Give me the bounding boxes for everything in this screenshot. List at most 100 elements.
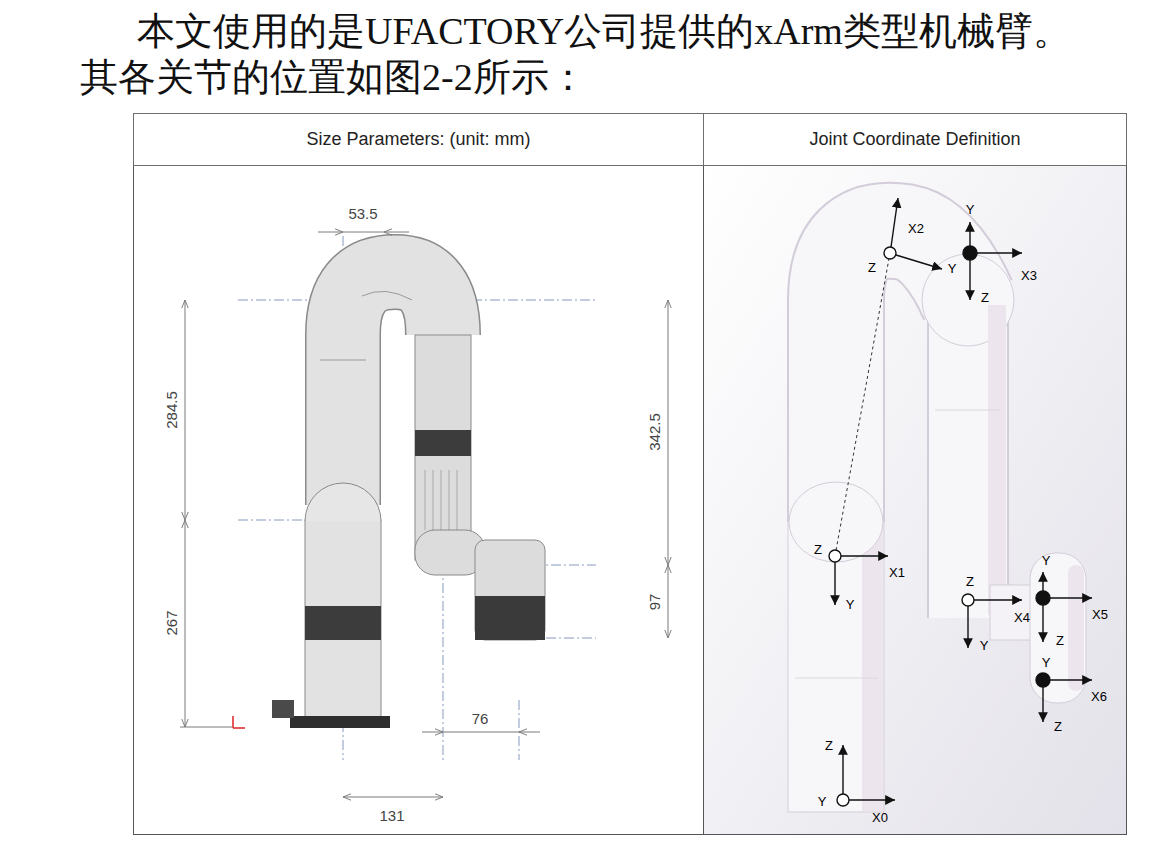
side-view-robot-part: [415, 335, 471, 560]
rendered-robot-part: [788, 520, 884, 812]
dimension-value: 284.5: [164, 391, 179, 429]
side-view-robot-part: [233, 727, 245, 729]
dimension-lines-part: [343, 232, 384, 233]
axis-label: Y: [1042, 656, 1051, 669]
dimension-lines-part: [443, 732, 519, 733]
coordinate-frames-part: [841, 555, 888, 556]
coordinate-frames-part: [896, 255, 942, 269]
side-view-robot-part: [475, 540, 545, 640]
axis-label: Z: [825, 739, 833, 752]
rendered-robot-part: [1068, 565, 1084, 691]
dimension-value: 97: [647, 594, 662, 611]
coordinate-frames-part: [829, 550, 841, 562]
side-view-robot-part: [320, 360, 366, 361]
axis-label: Z: [981, 291, 989, 304]
side-view-robot-part: [415, 430, 471, 456]
dimension-lines-part: [318, 232, 343, 233]
coordinate-frames-part: [884, 247, 896, 259]
center-lines-part: [443, 565, 444, 760]
axis-label: Z: [1054, 720, 1062, 733]
side-view-robot-part: [362, 291, 412, 300]
axis-label: Y: [846, 598, 855, 611]
axis-label: Z: [966, 575, 974, 588]
axis-label: X4: [1014, 611, 1030, 624]
axis-label: X5: [1092, 608, 1108, 621]
coordinate-frames-part: [849, 799, 895, 800]
axis-label: Y: [818, 795, 827, 808]
figure-frame: [134, 113, 1127, 835]
rendered-robot-part: [935, 410, 1000, 411]
coordinate-frames-part: [967, 606, 968, 648]
figure-frame-part: [703, 113, 704, 835]
coordinate-frames-part: [969, 222, 970, 246]
coordinate-frames-part: [1036, 673, 1050, 687]
coordinate-frames: [829, 198, 1092, 806]
side-view-robot: [233, 272, 545, 728]
side-view-robot-part: [305, 483, 381, 521]
rendered-robot-part: [927, 300, 1009, 618]
dimension-value: 342.5: [647, 413, 662, 451]
axis-label: X0: [872, 811, 888, 824]
rendered-robot-part: [929, 300, 1007, 618]
axis-label: Y: [980, 639, 989, 652]
coordinate-frames-part: [969, 260, 970, 300]
center-lines-part: [519, 700, 520, 760]
coordinate-frames-part: [1042, 605, 1043, 642]
center-lines: [238, 236, 596, 760]
header-text: Size Parameters: (unit: mm): [306, 129, 530, 150]
dimension-lines-part: [185, 520, 186, 727]
rendered-robot: [788, 231, 1086, 812]
header-text: Joint Coordinate Definition: [809, 129, 1020, 150]
dimension-lines: [180, 232, 668, 797]
side-view-robot-part: [290, 716, 390, 728]
side-view-robot-part: [232, 716, 234, 728]
coordinate-frames-part: [962, 594, 974, 606]
coordinate-frames-part: [842, 745, 843, 794]
dimension-lines-part: [422, 732, 443, 733]
axis-label: X2: [908, 222, 924, 235]
axis-label: X1: [889, 566, 905, 579]
rendered-robot-part: [862, 521, 883, 811]
dimension-lines-part: [180, 727, 232, 728]
coordinate-frames-part: [1042, 572, 1043, 591]
axis-label: Y: [966, 203, 975, 216]
coordinate-frames-part: [834, 562, 835, 605]
dimension-lines-part: [185, 300, 186, 520]
coordinate-frames-part: [1050, 597, 1092, 598]
figure-frame-part: [134, 114, 1127, 835]
side-view-robot-part: [272, 700, 294, 718]
axis-label: Z: [868, 261, 876, 274]
body-paragraph: 本文使用的是UFACTORY公司提供的xArm类型机械臂。其各关节的位置如图2-…: [80, 8, 1090, 100]
coordinate-frames-part: [835, 253, 890, 556]
axis-label: Z: [814, 543, 822, 556]
side-view-robot-part: [425, 470, 457, 530]
dimension-lines-part: [343, 797, 443, 798]
side-view-robot-part: [305, 606, 381, 640]
rendered-robot-part: [795, 678, 878, 679]
coordinate-frames-part: [1042, 687, 1043, 722]
dimension-value: 76: [472, 711, 489, 726]
coordinate-frames-part: [1036, 591, 1050, 605]
rendered-robot-part: [789, 482, 883, 562]
axis-label: X3: [1021, 269, 1037, 282]
side-view-robot-part: [475, 596, 545, 640]
coordinate-frames-part: [837, 794, 849, 806]
axis-label: Y: [948, 262, 957, 275]
coordinate-frames-part: [1050, 679, 1092, 680]
header-cell: Joint Coordinate Definition: [703, 113, 1127, 166]
dimension-lines-part: [384, 232, 409, 233]
axis-label: X6: [1091, 690, 1107, 703]
figure-frame-part: [704, 166, 1126, 834]
dimension-value: 53.5: [348, 206, 377, 221]
dimension-value: 131: [379, 808, 404, 823]
coordinate-frames-part: [891, 198, 898, 247]
dimension-lines-part: [668, 300, 669, 565]
dimension-value: 267: [164, 610, 179, 635]
coordinate-frames-part: [977, 252, 1022, 253]
coordinate-frames-part: [963, 246, 977, 260]
axis-label: Y: [1042, 554, 1051, 567]
coordinate-frames-part: [974, 599, 1022, 600]
header-cell: Size Parameters: (unit: mm): [133, 113, 704, 166]
axis-label: Z: [1056, 634, 1064, 647]
